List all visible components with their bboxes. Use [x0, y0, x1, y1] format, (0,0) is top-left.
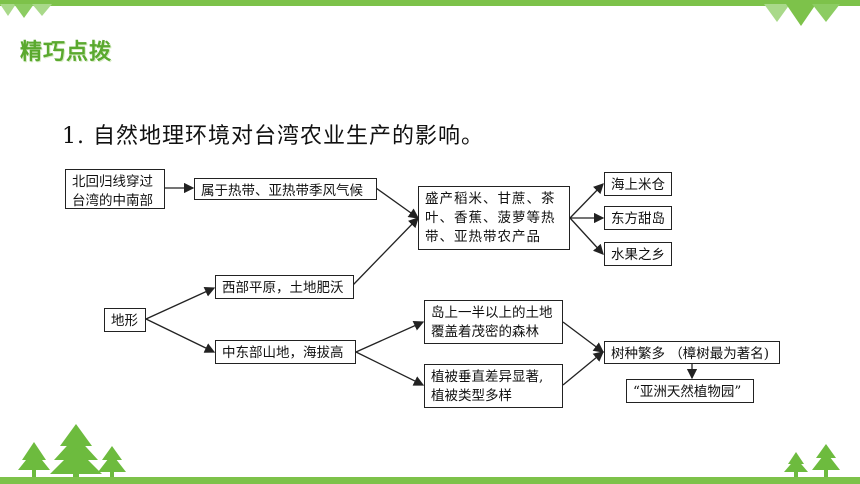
node-vertical-vegetation: 植被垂直差异显著, 植被类型多样 — [424, 364, 563, 408]
bottom-right-tree-decoration — [784, 444, 840, 478]
node-granary: 海上米仓 — [604, 172, 672, 196]
top-accent-bar — [0, 0, 860, 6]
arrow-terrain-to-eastmountain — [145, 318, 216, 353]
node-latitude: 北回归线穿过 台湾的中南部 — [65, 169, 165, 209]
arrow-terrain-to-westplain — [145, 287, 216, 320]
top-right-triangle-decoration — [764, 4, 840, 26]
section-title: 精巧点拨 — [20, 40, 113, 65]
arrow-forest-to-trees — [562, 321, 605, 353]
arrow-vertical-to-trees — [562, 351, 605, 386]
node-sugar: 东方甜岛 — [604, 206, 672, 230]
node-fruit: 水果之乡 — [604, 242, 672, 266]
bottom-left-tree-decoration — [18, 424, 126, 480]
diagram-heading: 1. 自然地理环境对台湾农业生产的影响。 — [62, 124, 484, 149]
arrow-climate-to-crops — [375, 187, 420, 219]
node-tree-species: 树种繁多 （樟树最为著名) — [604, 341, 780, 364]
node-west-plain: 西部平原，土地肥沃 — [215, 275, 354, 299]
arrow-eastmountain-to-forest — [355, 320, 425, 353]
arrow-crops-to-granary — [569, 183, 604, 219]
node-botanical-garden: “亚洲天然植物园” — [626, 379, 754, 403]
arrow-westplain-to-crops — [352, 217, 419, 286]
arrow-eastmountain-to-vertical — [355, 351, 425, 386]
node-terrain: 地形 — [104, 308, 146, 332]
node-east-mountain: 中东部山地，海拔高 — [215, 340, 356, 364]
node-forest: 岛上一半以上的土地 覆盖着茂密的森林 — [424, 300, 563, 344]
node-crops: 盛产稻米、甘蔗、茶 叶、香蕉、菠萝等热 带、亚热带农产品 — [418, 186, 570, 250]
node-climate: 属于热带、亚热带季风气候 — [194, 178, 377, 200]
arrow-crops-to-fruit — [569, 217, 604, 255]
top-left-triangle-decoration — [0, 4, 52, 18]
bottom-accent-bar — [0, 477, 860, 484]
